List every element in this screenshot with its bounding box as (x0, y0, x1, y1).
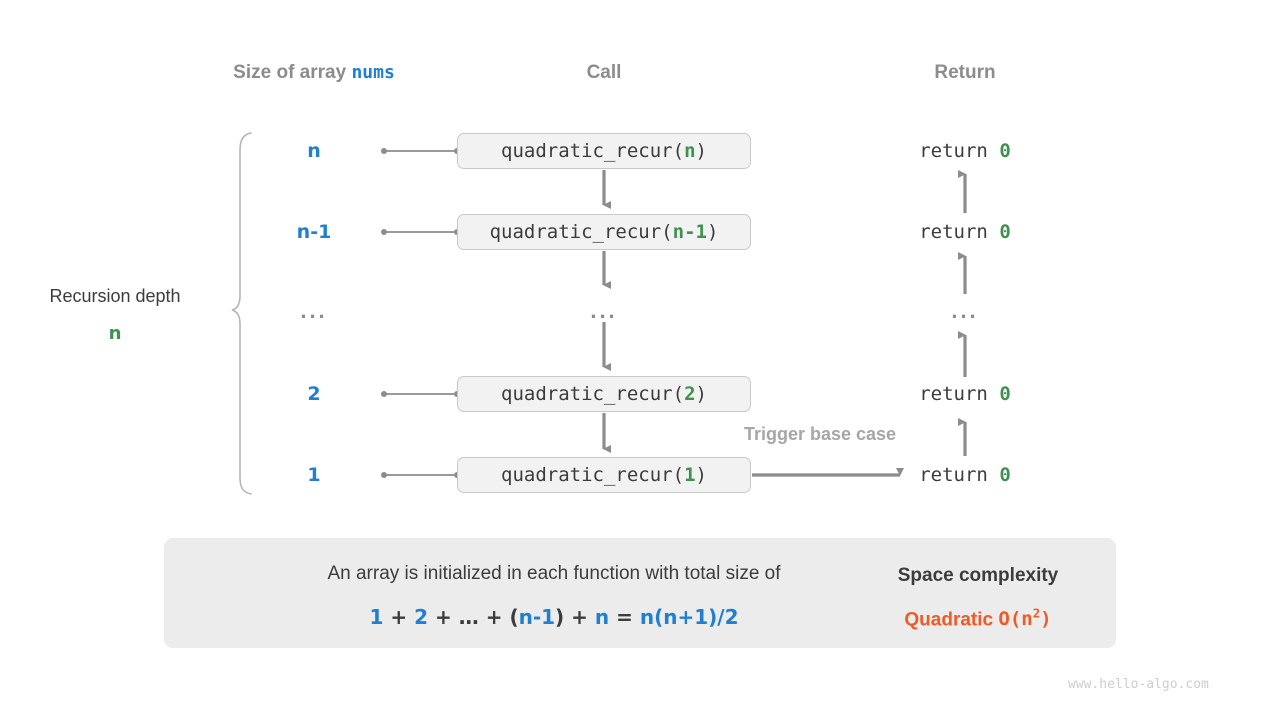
call-box-arg-4: 1 (684, 464, 696, 486)
return-label-row-1: return 0 (880, 221, 1050, 243)
formula-op-1: + (390, 605, 408, 629)
call-box-arg-1: n-1 (672, 221, 707, 243)
summary-formula: 1 + 2 + … + (n-1) + n = n(n+1)/2 (164, 605, 944, 629)
call-box-close-3: ) (695, 383, 707, 405)
call-box-name-1: quadratic_recur( (489, 221, 673, 243)
call-box-arg-3: 2 (684, 383, 696, 405)
return-keyword-3: return (919, 383, 1000, 405)
complexity-big-o-post: ) (1040, 608, 1052, 631)
summary-panel (164, 538, 1116, 648)
formula-equals: = (616, 605, 633, 629)
size-label-row-1: n-1 (296, 221, 332, 243)
space-complexity-title: Space complexity (897, 565, 1059, 586)
header-call: Call (586, 62, 622, 83)
formula-term-2: 2 (414, 605, 429, 629)
formula-ellipsis: … (458, 605, 479, 629)
formula-term-3: n-1 (518, 605, 556, 629)
call-ellipsis-row-2: ... (590, 298, 618, 323)
return-label-row-4: return 0 (880, 464, 1050, 486)
call-box-row-3[interactable]: quadratic_recur(2) (457, 376, 751, 412)
return-keyword-4: return (919, 464, 1000, 486)
complexity-big-o-pre: O(n (998, 608, 1033, 631)
watermark: www.hello-algo.com (1068, 677, 1209, 692)
trigger-base-case-annotation: Trigger base case (743, 424, 897, 444)
formula-result: n(n+1)/2 (639, 605, 739, 629)
complexity-exponent: 2 (1032, 607, 1041, 621)
summary-description: An array is initialized in each function… (327, 563, 781, 584)
call-box-arg-0: n (684, 140, 696, 162)
return-keyword-0: return (919, 140, 1000, 162)
header-size-text: Size of array (233, 62, 352, 83)
formula-paren-close: ) (555, 605, 565, 629)
formula-term-1: 1 (369, 605, 384, 629)
complexity-big-o: O(n2) (998, 607, 1052, 631)
header-nums-token: nums (351, 62, 395, 83)
call-box-close-4: ) (695, 464, 707, 486)
call-box-name-0: quadratic_recur( (501, 140, 685, 162)
space-complexity-value: Quadratic O(n2) (866, 607, 1090, 631)
recursion-depth-brace (231, 132, 252, 495)
header-return: Return (934, 62, 996, 83)
formula-term-4: n (594, 605, 610, 629)
formula-op-2: + (435, 605, 452, 629)
size-label-row-4: 1 (307, 464, 321, 486)
complexity-word: Quadratic (904, 609, 994, 631)
call-box-row-0[interactable]: quadratic_recur(n) (457, 133, 751, 169)
call-box-close-1: ) (706, 221, 719, 243)
call-box-row-4[interactable]: quadratic_recur(1) (457, 457, 751, 493)
formula-paren-open: ( (509, 605, 519, 629)
header-size-of-array: Size of array nums (194, 62, 434, 84)
size-ellipsis-row-2: ... (300, 298, 328, 323)
call-box-close-0: ) (695, 140, 707, 162)
size-label-row-3: 2 (307, 383, 321, 405)
return-value-3: 0 (999, 383, 1011, 405)
return-keyword-1: return (919, 221, 1000, 243)
return-ellipsis-row-2: ... (951, 298, 979, 323)
call-box-name-4: quadratic_recur( (501, 464, 685, 486)
call-box-name-3: quadratic_recur( (501, 383, 685, 405)
return-label-row-0: return 0 (880, 140, 1050, 162)
return-value-0: 0 (999, 140, 1011, 162)
formula-op-3: + (485, 605, 503, 629)
return-label-row-3: return 0 (880, 383, 1050, 405)
size-label-row-0: n (307, 140, 321, 162)
return-value-1: 0 (999, 221, 1011, 243)
call-box-row-1[interactable]: quadratic_recur(n-1) (457, 214, 751, 250)
recursion-depth-value: n (108, 323, 122, 344)
size-to-call-connectors (381, 148, 460, 478)
recursion-depth-title: Recursion depth (49, 286, 181, 306)
formula-op-4: + (571, 605, 588, 629)
return-value-4: 0 (999, 464, 1011, 486)
